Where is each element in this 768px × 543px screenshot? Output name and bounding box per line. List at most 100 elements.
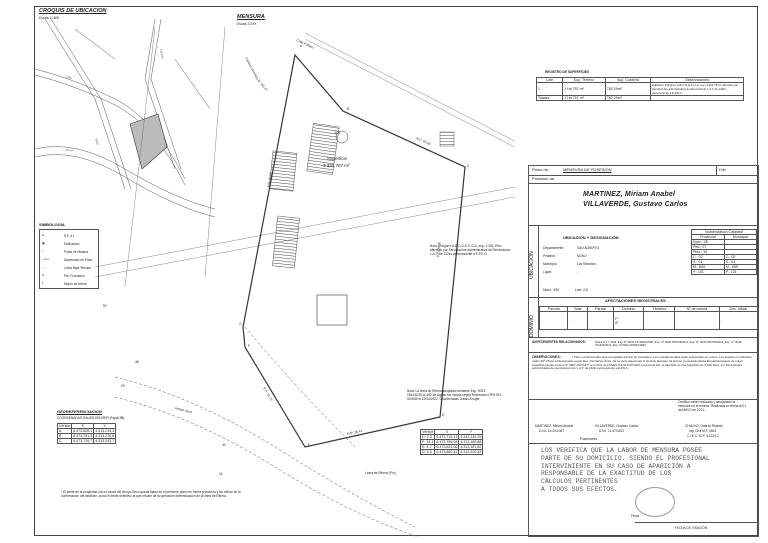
vertex-a: A (300, 44, 303, 48)
cell: 6.473.791,3 (71, 433, 95, 439)
symbology-mark-7: ▪ (42, 281, 44, 285)
divider (528, 443, 759, 444)
cell: 4.313.243,7 (93, 438, 117, 444)
survey-title: MENSURA (237, 14, 265, 20)
registry-cubierta: 782,29m² (604, 95, 652, 101)
symbology-mark-3: ○ (42, 249, 44, 253)
location-sketch-title: CROQUIS DE UBICACION (39, 8, 107, 14)
cell: 4.313.189,88 (458, 439, 484, 445)
cell: P.: 101 (691, 269, 725, 275)
registry-table: Lote Sup. Terreno Sup. Cubierta Observac… (535, 77, 744, 101)
stamp-line: PARTE DE SU DOMICILIO. SIENDO EL PROFESI… (541, 454, 710, 462)
table-row: - - - F° A° - - - (538, 311, 759, 330)
cell: - (538, 311, 569, 330)
symbology-label-2: Edificación (64, 242, 80, 246)
visation-stamp: LOS VERIFICA QUE LA LABOR DE MENSURA POS… (541, 447, 710, 494)
antecedentes-text: Datos E.I.T. CDR. Exp. Nº 0033-0179010/2… (595, 340, 743, 348)
signature-prof-name: CHIALVO, Gabriel Ricardo (685, 424, 723, 428)
polygon-note: Nota: Polígono A-B-C-D-E-F-G-A, sup. 3.3… (430, 244, 511, 256)
building-hatches (268, 123, 455, 269)
signature-left-dni: D.N.I. 14.203.087 (539, 429, 564, 433)
divider (528, 175, 759, 176)
vertex-48: 48 (135, 360, 139, 364)
posesion-label: Posesión de: (532, 176, 556, 181)
plan-sheet: CROQUIS DE UBICACION Escala 1:1500 Calle… (34, 6, 759, 537)
symbology-label-5: Línea Baja Tensión (64, 266, 92, 270)
svg-text:Ruta: Ruta (94, 138, 100, 146)
pool-shape (316, 294, 348, 326)
cell: 6.473.715,13 (434, 434, 460, 440)
signature-mid-name: VILLAVERDE, Gustavo Carlos (595, 424, 639, 428)
cell: 6.473.826,1 (71, 428, 95, 434)
divider (528, 352, 759, 353)
cell: 6.473.769,08 (434, 439, 460, 445)
svg-text:Camino: Camino (159, 48, 165, 59)
registry-terreno: 1 Ha 757 m² (562, 82, 606, 96)
coords2-header-vertex: Vértice (419, 429, 436, 435)
location-sketch-map: Calle Ruta Camino Arroyo (35, 19, 215, 218)
cell: 4.313.215,3 (93, 428, 117, 434)
location-value-dpto: SAN ALBERTO (577, 246, 600, 250)
symbology-box: ● E.P. a.f. ▦ Edificación ○ Poste de Mad… (39, 229, 99, 289)
stamp-seal (635, 487, 675, 517)
vertex-b: B (347, 107, 350, 111)
divider (635, 522, 759, 523)
vertex-e: E (308, 443, 311, 447)
registry-title: REGISTRO DE SUPERFICIES (545, 70, 590, 74)
ribera-label: Línea de Ribera (Pro) (365, 471, 396, 475)
location-sketch-scale: Escala 1:1500 (39, 16, 60, 20)
registry-terreno: 1 Ha 757 m² (562, 95, 606, 101)
area-label: Superficie (327, 156, 348, 161)
symbology-title: SIMBOLOGIA (39, 222, 65, 227)
cell: 4.313.220,32 (458, 449, 484, 455)
divider (716, 165, 717, 175)
vertex-d: D (442, 413, 445, 417)
vertex-41: 41 (219, 472, 223, 476)
river-note: Nota: La línea de Ribera adoptada median… (407, 389, 503, 401)
cell: - (718, 311, 759, 330)
cell: C (56, 438, 73, 444)
location-value-lugar: - (577, 270, 579, 274)
signature-left-name: MARTINEZ, Miriam Anabel (535, 424, 574, 428)
signature-prof-org: C.I.E.C. M.P. 3-1224-2 (687, 434, 719, 438)
divider (538, 225, 539, 337)
symbology-mark-6: ⊓ (42, 273, 45, 277)
registry-cubierta: 782,29m² (604, 82, 652, 96)
vertex-50: 50 (103, 304, 107, 308)
vertex-40: 40 (222, 443, 226, 447)
cell: 6.473.729,7 (71, 438, 95, 444)
sketch-parcel-shape (129, 113, 168, 170)
table-row: 1 1 Ha 757 m² 782,29m² Edificado. Polígo… (535, 82, 744, 96)
divider (528, 225, 759, 226)
registry-lote: Totales (535, 95, 564, 101)
cell: D: 5-0 (419, 449, 436, 455)
table-row: Totales 1 Ha 757 m² 782,29m² (535, 95, 744, 101)
affectations-title: AFECTACIONES REGISTRALES (605, 298, 666, 303)
observaciones-label: OBSERVACIONES: (532, 355, 561, 359)
location-title: UBICACIÓN Y DESIGNACIÓN (563, 235, 619, 240)
symbology-mark-4: —x— (42, 257, 50, 261)
stamp-line: INTERVINIENTE EN SU CASO DE APARICIÓN A (541, 462, 691, 470)
side-label-ubicacion: UBICACIÓN (529, 251, 535, 279)
stamp-firma: Firma (631, 514, 640, 518)
georef-subtitle: COORDENADAS GAUSS-KRUGER (Faja6-98) (57, 416, 125, 420)
symbology-label-7: Mojón de Hierro (64, 282, 87, 286)
visation-date-label: FECHA DE VISACIÓN (675, 526, 708, 530)
registry-obs: Edificado. Polígono A-B-C-D-E-F-G-A, sup… (650, 82, 744, 96)
location-value-pedania: NONO (577, 254, 587, 258)
svg-text:Arroyo: Arroyo (65, 148, 74, 152)
cell: 4.313.276,8 (93, 433, 117, 439)
cell: F: 14-1 (419, 439, 436, 445)
area-value: 3.332,797 m² (323, 163, 350, 168)
affectations-table: Parcela Total Parcial Dominio Titulares … (538, 306, 759, 330)
parcel-number-circle (335, 130, 349, 144)
plano-value: MENSURA DE POSESIÓN (563, 167, 612, 172)
svg-text:Calle: Calle (65, 74, 73, 80)
